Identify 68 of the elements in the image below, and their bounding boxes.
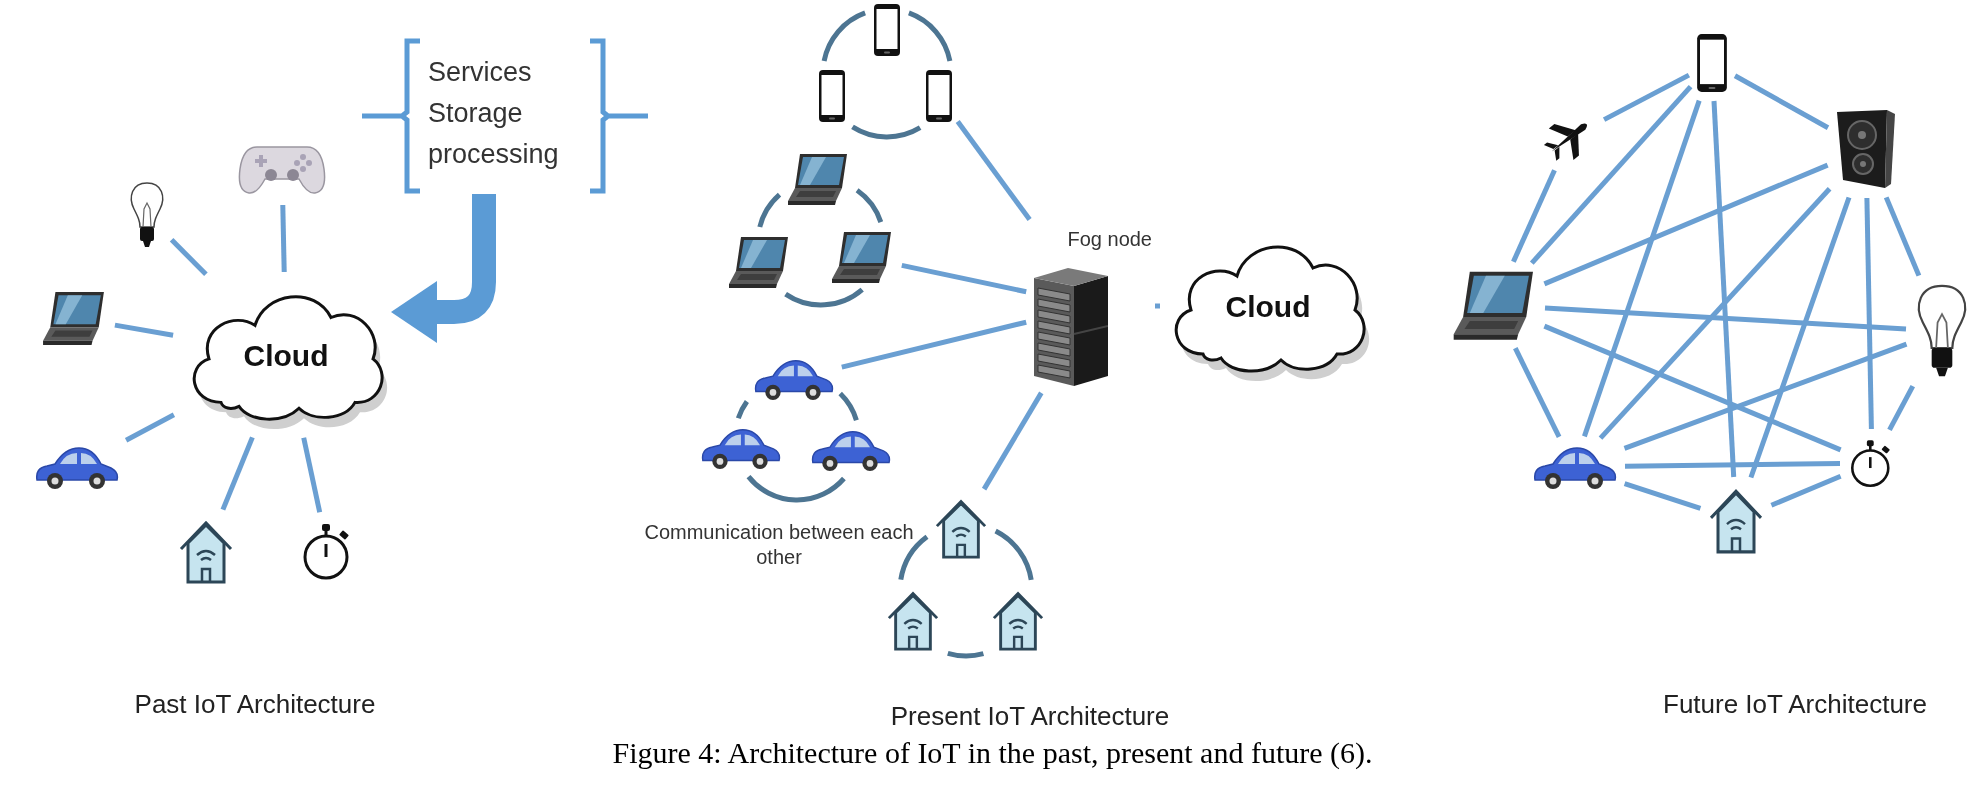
connection-line (981, 391, 1044, 491)
connection-line (1543, 162, 1829, 287)
car-icon (33, 444, 119, 490)
connection-arc (898, 534, 929, 581)
connection-line (841, 319, 1027, 370)
laptop-icon (830, 230, 894, 284)
laptop-icon (786, 152, 850, 206)
panel-label: Future IoT Architecture (1662, 688, 1928, 720)
connection-arc (855, 188, 884, 224)
connection-line (1602, 72, 1691, 122)
connection-line (1543, 323, 1842, 453)
connection-line (169, 238, 208, 277)
connection-arc (746, 474, 846, 503)
figure-caption: Figure 4: Architecture of IoT in the past, present and future (6). (611, 735, 1374, 771)
connection-line (1529, 85, 1693, 265)
note-label: Communication between each other (643, 520, 915, 570)
connection-line (114, 322, 174, 338)
connection-line (1155, 303, 1160, 309)
connection-line (1748, 196, 1852, 479)
laptop-icon (727, 235, 791, 289)
connection-arc (994, 528, 1034, 581)
lightbulb-icon (128, 181, 166, 249)
connection-line (901, 262, 1027, 295)
phone-icon (818, 69, 846, 123)
connection-arc (757, 192, 782, 228)
curved-arrow (391, 194, 496, 343)
connection-line (1598, 187, 1832, 440)
car-icon (699, 426, 781, 470)
car-icon (809, 428, 891, 472)
connection-line (1623, 341, 1908, 451)
connection-line (1623, 481, 1702, 511)
connection-arc (907, 10, 953, 62)
connection-line (301, 437, 323, 513)
car-icon (1531, 444, 1617, 490)
node-label: Fog node (1067, 227, 1152, 252)
connection-arc (851, 124, 922, 140)
list-item: processing (428, 138, 559, 171)
cloud-label: Cloud (1225, 288, 1311, 325)
laptop-icon (41, 290, 107, 346)
cloud-label: Cloud (243, 337, 329, 374)
speaker-icon (1835, 108, 1897, 190)
connection-line (1883, 196, 1922, 277)
connection-line (1624, 460, 1841, 469)
connection-line (1733, 73, 1830, 130)
connection-line (1582, 99, 1702, 438)
connection-arc (821, 10, 867, 62)
connection-line (1770, 473, 1842, 508)
list-item: Storage (428, 97, 524, 130)
panel-label: Past IoT Architecture (133, 688, 377, 720)
connection-line (1864, 197, 1874, 430)
connection-arc (735, 400, 749, 420)
connection-line (1887, 384, 1915, 432)
phone-icon (873, 3, 901, 57)
phone-icon (1696, 33, 1728, 93)
list-item: Services (428, 56, 533, 89)
connection-arc (784, 287, 864, 308)
car-icon (752, 357, 834, 401)
connection-line (1511, 169, 1557, 263)
phone-icon (925, 69, 953, 123)
connection-line (124, 412, 176, 443)
connection-line (955, 120, 1032, 221)
connection-arc (838, 391, 859, 422)
connection-line (1544, 305, 1907, 332)
connection-line (1711, 100, 1737, 478)
connection-line (1513, 347, 1562, 438)
connection-arc (947, 650, 984, 659)
panel-label: Present IoT Architecture (889, 700, 1171, 732)
connection-line (220, 436, 255, 511)
